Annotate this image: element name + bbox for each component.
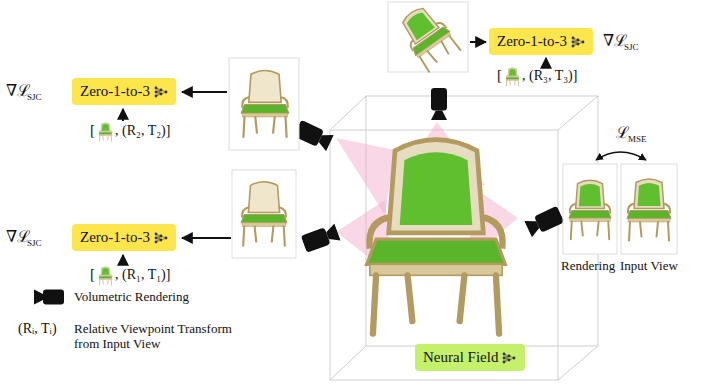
network-unit [155, 90, 158, 93]
legend-camera [34, 290, 64, 305]
image-caption: Input View [620, 259, 678, 273]
network-unit [582, 40, 585, 43]
chair-view [241, 71, 289, 137]
camera-icon [431, 88, 447, 120]
chair-thumbnail [99, 123, 112, 141]
network-unit [165, 90, 168, 93]
flow-arrow [182, 237, 231, 239]
loss-symbol: ℒ [616, 124, 629, 142]
chair-model [367, 140, 506, 334]
network-unit [508, 354, 511, 357]
view-frame [563, 164, 617, 254]
network-unit [508, 358, 511, 361]
network-links [573, 38, 583, 46]
field-box: Neural Field [415, 344, 525, 371]
chair-thumbnail [99, 267, 112, 285]
network-unit [572, 36, 575, 39]
loss-subscript: MSE [628, 135, 647, 145]
volume-front [330, 130, 558, 380]
network-icon [154, 231, 168, 245]
condition-arrow [122, 109, 124, 121]
chair-rendering [569, 180, 611, 239]
box-label: Zero-1-to-3 [80, 229, 150, 246]
chair-thumbnail [506, 68, 519, 86]
network-unit [572, 44, 575, 47]
network-unit [155, 232, 158, 235]
network-links [156, 88, 166, 96]
volume-box [330, 96, 598, 380]
loss-subscript: SJC [624, 43, 639, 53]
network-unit [155, 86, 158, 89]
camera-icon [294, 120, 334, 152]
network-unit [155, 94, 158, 97]
chair-view [394, 1, 462, 73]
view-frame [229, 58, 299, 150]
box-label: Neural Field [423, 349, 498, 366]
model-box: Zero-1-to-3 [489, 28, 593, 55]
condition-arrow [122, 255, 124, 265]
network-unit [503, 356, 506, 359]
network-unit [503, 352, 506, 355]
network-unit [577, 42, 580, 45]
condition-pose: , (R₁, T₁)] [115, 267, 170, 282]
loss-symbol: ∇ℒ [6, 82, 30, 100]
condition-pose: , (R₃, T₃)] [522, 68, 577, 83]
condition-bracket: [ [90, 122, 95, 139]
flow-arrow [470, 41, 486, 43]
network-unit [503, 360, 506, 363]
network-unit [160, 92, 163, 95]
network-unit [160, 88, 163, 91]
legend-text: Relative Viewpoint Transform from Input … [74, 322, 259, 352]
flow-arrow [182, 91, 227, 93]
box-label: Zero-1-to-3 [80, 83, 150, 100]
network-unit [577, 38, 580, 41]
network-icon [502, 351, 516, 365]
legend-text: Volumetric Rendering [74, 290, 274, 305]
camera-icon [301, 224, 341, 253]
model-box: Zero-1-to-3 [72, 78, 176, 105]
network-unit [572, 40, 575, 43]
condition-arrow [545, 58, 547, 66]
view-frame [621, 164, 677, 254]
network-unit [165, 236, 168, 239]
condition-bracket: [ [497, 67, 502, 84]
camera-icon [524, 206, 564, 238]
loss-subscript: SJC [27, 239, 42, 249]
condition-pose: , (R₂, T₂)] [115, 123, 170, 138]
loss-subscript: SJC [27, 93, 42, 103]
frustum [336, 138, 395, 215]
comparison-arrow [596, 152, 646, 160]
network-links [156, 234, 166, 242]
volume-edges [330, 96, 598, 380]
network-icon [154, 85, 168, 99]
network-unit [513, 356, 516, 359]
condition-bracket: [ [90, 266, 95, 283]
box-label: Zero-1-to-3 [497, 33, 567, 50]
chair-input [627, 179, 671, 241]
network-unit [155, 240, 158, 243]
chair-view [241, 182, 287, 246]
network-unit [160, 234, 163, 237]
view-frame [232, 170, 296, 258]
image-caption: Rendering [561, 259, 615, 273]
loss-symbol: ∇ℒ [603, 32, 627, 50]
network-links [504, 354, 514, 362]
legend-symbol: (Rᵢ, Tᵢ) [18, 321, 57, 336]
loss-symbol: ∇ℒ [6, 228, 30, 246]
model-box: Zero-1-to-3 [72, 224, 176, 251]
network-unit [155, 236, 158, 239]
network-unit [160, 238, 163, 241]
network-icon [571, 35, 585, 49]
